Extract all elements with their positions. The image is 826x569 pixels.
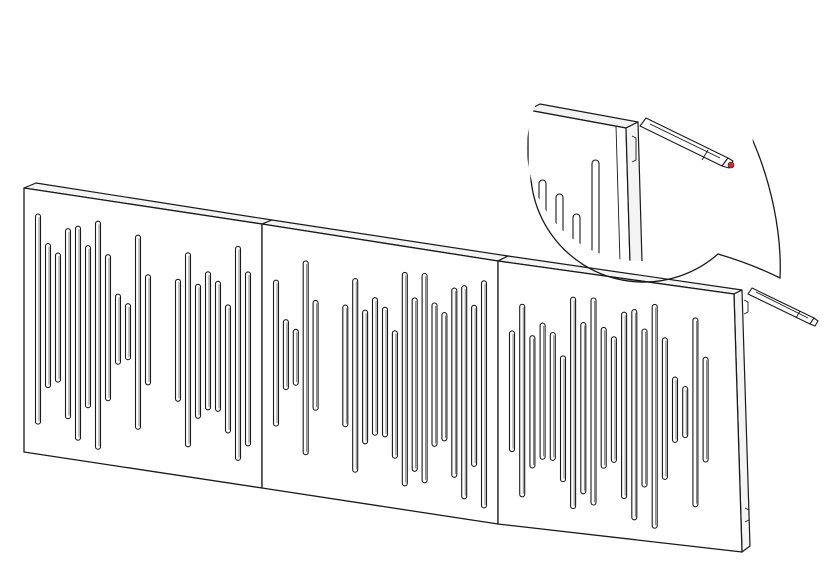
- slot: [134, 234, 142, 430]
- slot: [244, 271, 252, 447]
- slot: [461, 285, 468, 500]
- slot: [590, 297, 597, 506]
- slot: [44, 243, 52, 389]
- detail-callout: [527, 35, 781, 283]
- slot: [600, 326, 607, 469]
- callout-pen-ring: [701, 149, 709, 161]
- panel-3: [497, 255, 751, 553]
- slot: [549, 331, 556, 461]
- slot: [559, 355, 567, 483]
- slot: [204, 271, 212, 411]
- slot: [580, 322, 587, 495]
- slot: [621, 311, 628, 500]
- callout-notch: [631, 135, 637, 163]
- slot: [352, 278, 359, 473]
- pen-at-corner: [747, 287, 819, 327]
- slot: [651, 303, 658, 529]
- slot: [194, 283, 202, 419]
- panel-1-slots: [34, 213, 252, 461]
- slot: [342, 304, 349, 428]
- slot: [114, 293, 122, 365]
- slot: [631, 309, 638, 521]
- slot: [94, 220, 102, 450]
- callout-slot: [591, 159, 600, 261]
- slot: [104, 254, 112, 402]
- slot: [34, 213, 42, 425]
- side-notch-top: [743, 299, 749, 315]
- callout-tail-upper: [747, 129, 781, 279]
- slot: [371, 297, 379, 436]
- marker-dot: [727, 161, 735, 169]
- slot: [702, 356, 709, 463]
- slot: [682, 385, 689, 439]
- callout-content: [527, 35, 753, 261]
- slot: [302, 260, 309, 456]
- slot: [480, 280, 488, 509]
- pen-cap-ring: [795, 310, 801, 319]
- slot: [671, 376, 679, 443]
- callout-tail-lower: [717, 253, 781, 279]
- slot: [362, 309, 369, 445]
- callout-pen-highlight: [649, 123, 721, 159]
- slot: [539, 322, 546, 460]
- panel-3-face: [497, 260, 743, 553]
- callout-panel-side: [625, 121, 643, 261]
- slot: [431, 302, 438, 447]
- slot: [692, 317, 699, 508]
- slot: [570, 296, 577, 510]
- slot: [184, 252, 192, 448]
- panel-2-slots: [272, 260, 488, 509]
- slot: [144, 274, 152, 386]
- slot: [610, 336, 617, 463]
- panel-1: [23, 182, 273, 489]
- slot: [451, 287, 458, 478]
- panel-3-slots: [508, 296, 709, 529]
- slot: [292, 328, 299, 386]
- slot: [508, 330, 516, 453]
- slot: [411, 297, 418, 472]
- slot: [54, 252, 62, 383]
- slot: [401, 271, 408, 487]
- slot: [641, 328, 648, 488]
- slot: [529, 335, 536, 469]
- slot: [282, 319, 289, 391]
- slot: [272, 279, 280, 427]
- slot: [74, 225, 82, 441]
- pen-tip: [809, 317, 819, 327]
- slot: [224, 304, 232, 434]
- slot: [471, 304, 478, 467]
- slot: [441, 312, 448, 442]
- slot: [234, 245, 242, 461]
- side-notch-bottom: [744, 507, 750, 523]
- slot: [312, 299, 319, 411]
- slot: [381, 306, 389, 438]
- slot: [421, 272, 428, 484]
- slot: [519, 303, 526, 498]
- panel-2: [261, 219, 509, 525]
- pen-highlight: [755, 291, 809, 319]
- slot: [391, 330, 398, 459]
- slot: [84, 245, 92, 409]
- callout-face-edge: [615, 125, 621, 261]
- slot: [214, 280, 222, 412]
- slot: [124, 303, 132, 361]
- slot: [64, 228, 72, 420]
- callout-slot: [555, 193, 564, 261]
- slot: [174, 278, 182, 402]
- slot: [661, 337, 668, 480]
